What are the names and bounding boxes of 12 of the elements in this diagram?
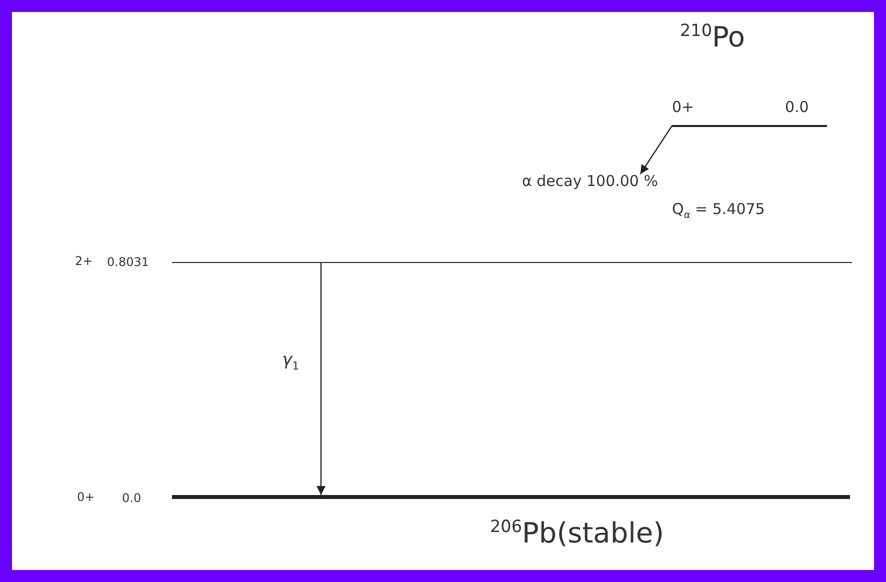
level-label: 0.0 — [785, 100, 809, 115]
level-label: 0.0 — [122, 492, 142, 504]
level-label: 2+ — [75, 255, 93, 267]
arrow — [316, 262, 326, 495]
level-label: 0+ — [77, 491, 95, 503]
level-label: 0.8031 — [107, 256, 149, 268]
q-value-label: Q$_{α}$ = 5.4075 — [672, 202, 765, 221]
level-label: 0+ — [672, 100, 694, 115]
nuclide-label: $^{206}$Pb(stable) — [490, 518, 664, 548]
nuclide-label: $^{210}$Po — [680, 22, 746, 52]
arrow — [640, 125, 672, 174]
decay-label: α decay 100.00 % — [522, 174, 658, 189]
